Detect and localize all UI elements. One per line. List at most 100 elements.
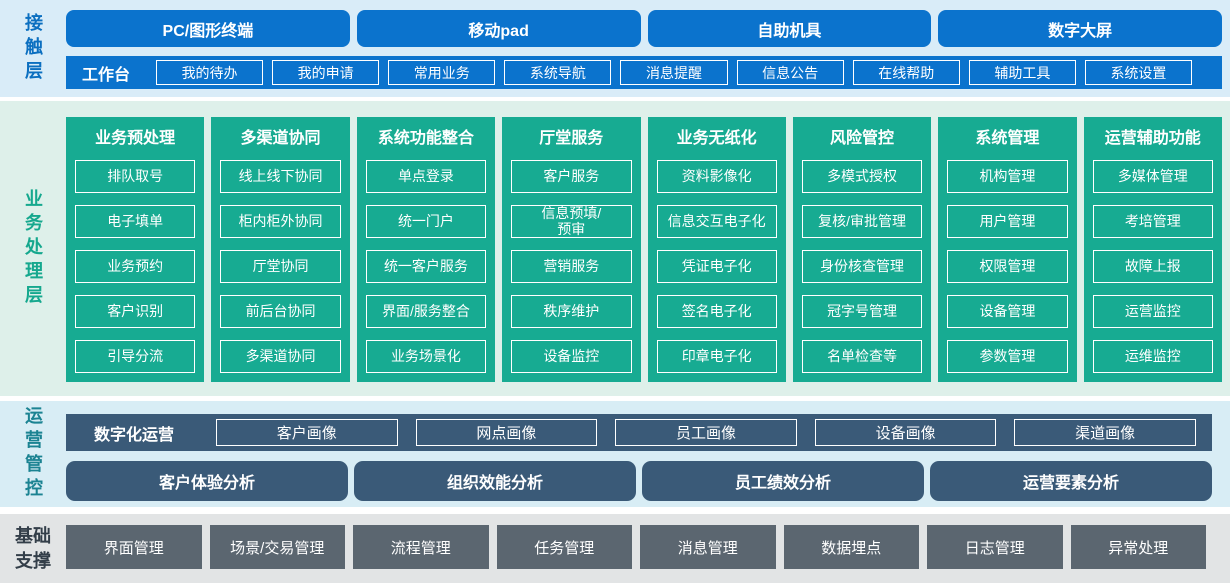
business-function-button[interactable]: 信息预填/ 预审 (511, 205, 632, 238)
analysis-button[interactable]: 客户体验分析 (66, 461, 348, 501)
business-layer-body: 业务预处理 排队取号电子填单业务预约客户识别引导分流 多渠道协同 线上线下协同柜… (66, 101, 1230, 396)
business-function-button[interactable]: 印章电子化 (656, 340, 777, 373)
foundation-layer-label: 基础支撑 (0, 514, 66, 583)
portrait-button[interactable]: 设备画像 (814, 419, 997, 446)
business-column-items: 线上线下协同柜内柜外协同厅堂协同前后台协同多渠道协同 (220, 160, 341, 373)
workbench-item-button[interactable]: 我的申请 (272, 60, 380, 85)
business-column-items: 客户服务信息预填/ 预审营销服务秩序维护设备监控 (511, 160, 632, 373)
workbench-item-button[interactable]: 信息公告 (736, 60, 844, 85)
business-function-button[interactable]: 统一客户服务 (365, 250, 487, 283)
business-function-button[interactable]: 秩序维护 (511, 295, 632, 328)
operations-layer-body: 数字化运营 客户画像网点画像员工画像设备画像渠道画像 客户体验分析组织效能分析员… (66, 401, 1230, 507)
portrait-button[interactable]: 员工画像 (615, 419, 797, 446)
foundation-button[interactable]: 场景/交易管理 (209, 525, 345, 569)
operations-layer-section: 运营管控 数字化运营 客户画像网点画像员工画像设备画像渠道画像 客户体验分析组织… (0, 401, 1230, 507)
business-function-button[interactable]: 冠字号管理 (801, 295, 923, 328)
workbench-item-button[interactable]: 我的待办 (156, 60, 264, 85)
workbench-items: 我的待办我的申请常用业务系统导航消息提醒信息公告在线帮助辅助工具系统设置 (156, 60, 1192, 85)
contact-layer-label-text: 接触层 (23, 12, 43, 85)
business-function-button[interactable]: 业务场景化 (365, 340, 487, 373)
business-function-button[interactable]: 运营监控 (1092, 295, 1213, 328)
analysis-row: 客户体验分析组织效能分析员工绩效分析运营要素分析 (66, 461, 1212, 501)
portrait-button[interactable]: 网点画像 (415, 419, 598, 446)
digital-operations-bar: 数字化运营 客户画像网点画像员工画像设备画像渠道画像 (66, 414, 1212, 451)
business-column-title: 厅堂服务 (539, 130, 604, 147)
business-function-button[interactable]: 故障上报 (1092, 250, 1213, 283)
business-column: 系统管理 机构管理用户管理权限管理设备管理参数管理 (938, 117, 1077, 382)
workbench-item-button[interactable]: 在线帮助 (852, 60, 960, 85)
foundation-button[interactable]: 任务管理 (496, 525, 632, 569)
business-function-button[interactable]: 排队取号 (75, 160, 196, 193)
business-function-button[interactable]: 引导分流 (75, 340, 196, 373)
business-function-button[interactable]: 多渠道协同 (220, 340, 341, 373)
business-column-title: 多渠道协同 (240, 130, 321, 147)
business-function-button[interactable]: 身份核查管理 (801, 250, 923, 283)
business-function-button[interactable]: 客户识别 (75, 295, 196, 328)
workbench-label: 工作台 (82, 66, 131, 84)
foundation-button[interactable]: 消息管理 (640, 525, 776, 569)
business-column: 多渠道协同 线上线下协同柜内柜外协同厅堂协同前后台协同多渠道协同 (211, 117, 350, 382)
foundation-button[interactable]: 流程管理 (353, 525, 489, 569)
business-column: 运营辅助功能 多媒体管理考培管理故障上报运营监控运维监控 (1083, 117, 1222, 382)
business-function-button[interactable]: 界面/服务整合 (365, 295, 487, 328)
business-column-title: 系统功能整合 (377, 130, 474, 147)
business-function-button[interactable]: 凭证电子化 (656, 250, 777, 283)
business-column-items: 多媒体管理考培管理故障上报运营监控运维监控 (1092, 160, 1213, 373)
business-function-button[interactable]: 业务预约 (75, 250, 196, 283)
business-column-items: 机构管理用户管理权限管理设备管理参数管理 (947, 160, 1068, 373)
foundation-button[interactable]: 数据埋点 (783, 525, 919, 569)
business-column-title: 业务预处理 (95, 130, 176, 147)
business-function-button[interactable]: 设备管理 (947, 295, 1068, 328)
business-function-button[interactable]: 前后台协同 (220, 295, 341, 328)
analysis-button[interactable]: 组织效能分析 (354, 461, 636, 501)
business-function-button[interactable]: 考培管理 (1092, 205, 1213, 238)
business-function-button[interactable]: 柜内柜外协同 (220, 205, 341, 238)
workbench-item-button[interactable]: 系统导航 (504, 60, 612, 85)
terminal-button[interactable]: PC/图形终端 (66, 10, 350, 47)
business-function-button[interactable]: 多媒体管理 (1092, 160, 1213, 193)
business-function-button[interactable]: 统一门户 (365, 205, 487, 238)
business-function-button[interactable]: 单点登录 (365, 160, 487, 193)
business-column: 系统功能整合 单点登录统一门户统一客户服务界面/服务整合业务场景化 (356, 117, 496, 382)
business-function-button[interactable]: 运维监控 (1092, 340, 1213, 373)
business-function-button[interactable]: 名单检查等 (801, 340, 923, 373)
workbench-item-button[interactable]: 系统设置 (1084, 60, 1192, 85)
business-function-button[interactable]: 机构管理 (947, 160, 1068, 193)
foundation-layer-label-text: 基础支撑 (15, 526, 51, 571)
business-column-title: 风险管控 (830, 130, 895, 147)
business-function-button[interactable]: 厅堂协同 (220, 250, 341, 283)
business-function-button[interactable]: 设备监控 (511, 340, 632, 373)
portrait-button[interactable]: 渠道画像 (1014, 419, 1196, 446)
business-function-button[interactable]: 营销服务 (511, 250, 632, 283)
foundation-button[interactable]: 异常处理 (1070, 525, 1206, 569)
workbench-item-button[interactable]: 辅助工具 (968, 60, 1076, 85)
business-function-button[interactable]: 线上线下协同 (220, 160, 341, 193)
business-function-button[interactable]: 用户管理 (947, 205, 1068, 238)
business-column-items: 单点登录统一门户统一客户服务界面/服务整合业务场景化 (365, 160, 487, 373)
business-function-button[interactable]: 参数管理 (947, 340, 1068, 373)
business-function-button[interactable]: 多模式授权 (801, 160, 923, 193)
workbench-item-button[interactable]: 常用业务 (388, 60, 496, 85)
foundation-button[interactable]: 日志管理 (927, 525, 1063, 569)
terminal-button[interactable]: 移动pad (356, 10, 641, 47)
analysis-button[interactable]: 运营要素分析 (930, 461, 1212, 501)
business-function-button[interactable]: 权限管理 (947, 250, 1068, 283)
digital-operations-items: 客户画像网点画像员工画像设备画像渠道画像 (216, 419, 1196, 446)
business-function-button[interactable]: 复核/审批管理 (801, 205, 923, 238)
business-column-items: 资料影像化信息交互电子化凭证电子化签名电子化印章电子化 (656, 160, 777, 373)
workbench-item-button[interactable]: 消息提醒 (620, 60, 728, 85)
business-function-button[interactable]: 签名电子化 (656, 295, 777, 328)
business-function-button[interactable]: 资料影像化 (656, 160, 777, 193)
foundation-button[interactable]: 界面管理 (66, 525, 202, 569)
business-function-button[interactable]: 信息交互电子化 (656, 205, 777, 238)
terminal-button[interactable]: 数字大屏 (938, 10, 1222, 47)
business-column: 业务无纸化 资料影像化信息交互电子化凭证电子化签名电子化印章电子化 (647, 117, 786, 382)
business-function-button[interactable]: 客户服务 (511, 160, 632, 193)
foundation-layer-section: 基础支撑 界面管理场景/交易管理流程管理任务管理消息管理数据埋点日志管理异常处理 (0, 514, 1230, 583)
terminal-button[interactable]: 自助机具 (647, 10, 932, 47)
portrait-button[interactable]: 客户画像 (216, 419, 398, 446)
business-function-button[interactable]: 电子填单 (75, 205, 196, 238)
analysis-button[interactable]: 员工绩效分析 (642, 461, 924, 501)
